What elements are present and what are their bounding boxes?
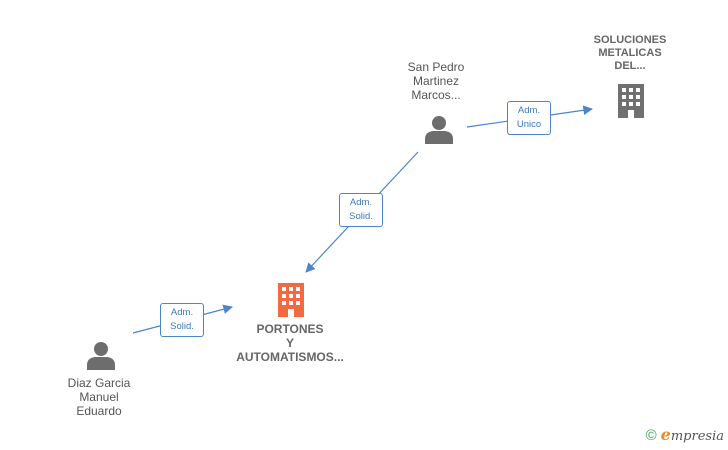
person-icon[interactable] bbox=[424, 114, 454, 144]
copyright-icon: © bbox=[645, 427, 657, 444]
edge-label-line: Unico bbox=[516, 119, 542, 130]
node-label-line: Manuel bbox=[79, 390, 119, 404]
edge-label-line: Adm. bbox=[517, 105, 541, 116]
node-label-line: DEL... bbox=[614, 60, 646, 72]
building-icon[interactable] bbox=[615, 84, 647, 118]
edge-label-line: Adm. bbox=[170, 307, 194, 318]
edge-label-line: Adm. bbox=[349, 197, 373, 208]
node-label-line: SOLUCIONES bbox=[593, 34, 667, 46]
edge-label-adm-solid-diaz[interactable]: Adm. Solid. bbox=[160, 303, 204, 337]
empresia-logo: empresia bbox=[660, 425, 724, 444]
node-label-soluciones[interactable]: SOLUCIONES METALICAS DEL... bbox=[580, 34, 680, 73]
node-label-line: METALICAS bbox=[598, 47, 662, 59]
node-label-line: San Pedro bbox=[407, 60, 465, 74]
edge-label-line: Solid. bbox=[170, 321, 194, 332]
node-label-line: PORTONES bbox=[256, 322, 324, 336]
edge-label-adm-unico[interactable]: Adm. Unico bbox=[507, 101, 551, 135]
edge-label-line: Solid. bbox=[349, 211, 373, 222]
node-label-line: Marcos... bbox=[411, 88, 461, 102]
node-label-line: Martinez bbox=[412, 74, 459, 88]
node-label-line: Y bbox=[285, 336, 294, 350]
person-icon[interactable] bbox=[86, 340, 116, 370]
node-label-line: Diaz Garcia bbox=[67, 376, 131, 390]
node-label-diaz[interactable]: Diaz Garcia Manuel Eduardo bbox=[49, 376, 149, 418]
empresia-watermark: ©empresia bbox=[646, 425, 724, 444]
node-label-line: Eduardo bbox=[76, 404, 122, 418]
node-label-san-pedro[interactable]: San Pedro Martinez Marcos... bbox=[386, 60, 486, 102]
node-label-portones[interactable]: PORTONES Y AUTOMATISMOS... bbox=[215, 322, 365, 364]
node-label-line: AUTOMATISMOS... bbox=[236, 350, 344, 364]
edge-label-adm-solid-san-pedro[interactable]: Adm. Solid. bbox=[339, 193, 383, 227]
building-icon[interactable] bbox=[275, 283, 307, 317]
